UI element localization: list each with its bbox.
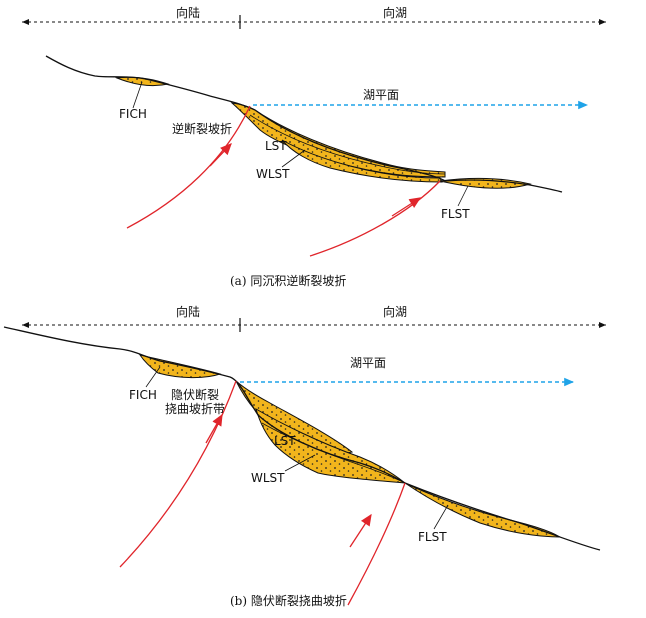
fich-leader [145, 366, 161, 388]
fault-line-2 [309, 180, 441, 257]
panel-b: 向陆 向湖 湖平面 FICH 隐伏断裂 挠曲坡折带 LST WLST FLST … [0, 305, 646, 618]
lakeward-label: 向湖 [383, 5, 407, 20]
fault-arrow-1 [209, 143, 232, 167]
panel-a: 向陆 向湖 湖平面 FICH 逆断裂坡折 LST WLST FLST (a) 同… [0, 0, 646, 300]
lake-level-label: 湖平面 [350, 355, 386, 370]
wlst-leader [284, 454, 316, 472]
wlst-label: WLST [251, 471, 285, 485]
panel-b-diagram: 向陆 向湖 湖平面 FICH 隐伏断裂 挠曲坡折带 LST WLST FLST … [3, 305, 606, 608]
fich-label: FICH [119, 107, 147, 121]
landward-label: 向陆 [176, 5, 200, 20]
flst-label: FLST [441, 207, 470, 221]
fault-line-1 [119, 380, 237, 568]
wlst-body [255, 407, 407, 484]
flst-body [439, 177, 532, 189]
caption-b: (b) 隐伏断裂挠曲坡折 [230, 593, 347, 608]
flst-leader [457, 185, 469, 207]
fault-line-2 [347, 482, 406, 606]
lakeward-label: 向湖 [383, 305, 407, 319]
fault-arrow-2 [349, 513, 372, 548]
caption-a: (a) 同沉积逆断裂坡折 [230, 273, 346, 288]
flst-label: FLST [418, 530, 447, 544]
profile-line [3, 326, 601, 551]
lst-label: LST [274, 434, 296, 448]
wlst-body [281, 139, 443, 183]
fich-label: FICH [129, 388, 157, 402]
panel-a-diagram: 向陆 向湖 湖平面 FICH 逆断裂坡折 LST WLST FLST (a) 同… [22, 5, 606, 288]
fault-break-label: 逆断裂坡折 [172, 121, 232, 136]
break-label-line1: 隐伏断裂 [171, 387, 219, 402]
fault-arrow-1 [205, 413, 223, 444]
wlst-label: WLST [256, 167, 290, 181]
layer-line [261, 422, 406, 484]
layer-line [249, 114, 446, 175]
profile-line [45, 55, 563, 193]
fault-line-1 [126, 105, 251, 229]
lst-label: LST [265, 139, 287, 153]
fault-arrow-2 [391, 197, 422, 217]
wlst-leader [281, 149, 306, 168]
fich-leader [132, 81, 143, 109]
flst-leader [433, 504, 449, 530]
landward-label: 向陆 [176, 305, 200, 319]
break-label-line2: 挠曲坡折带 [165, 401, 225, 416]
lake-level-label: 湖平面 [363, 87, 399, 102]
